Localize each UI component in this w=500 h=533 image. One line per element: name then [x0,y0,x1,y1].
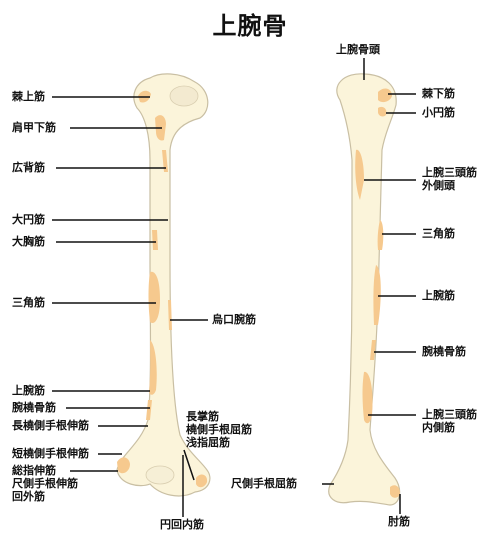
label-triceps-medial-line1: 上腕三頭筋 [422,408,477,421]
brachialis-area-ant [149,340,157,395]
label-brachioradialis-right: 腕橈骨筋 [422,345,466,358]
brachioradialis-area-ant [146,400,152,420]
label-coracobrachialis: 烏口腕筋 [212,313,256,326]
anconeus-area [390,485,400,498]
label-teres-major: 大円筋 [12,213,45,226]
label-latissimus-dorsi: 広背筋 [12,161,45,174]
label-extensor-digitorum: 総指伸筋 [12,464,56,477]
label-supinator: 回外筋 [12,490,45,503]
label-fds: 浅指屈筋 [186,436,230,449]
label-pectoralis-major: 大胸筋 [12,235,45,248]
label-common-extensors: 総指伸筋 尺側手根伸筋 回外筋 [12,464,78,503]
label-triceps-lateral-line2: 外側頭 [422,179,455,192]
label-extensor-carpi-ulnaris: 尺側手根伸筋 [12,477,78,490]
label-pronator-teres: 円回内筋 [160,518,204,531]
label-palmaris-longus: 長掌筋 [186,410,219,423]
label-infraspinatus: 棘下筋 [422,87,455,100]
label-flexor-group: 長掌筋 橈側手根屈筋 浅指屈筋 [186,410,252,449]
pectoralis-area [152,230,158,250]
label-brachioradialis-left: 腕橈骨筋 [12,401,56,414]
teres-minor-area [378,106,387,117]
triceps-medial-area [362,371,373,424]
posterior-bone-outline [328,73,401,506]
label-ecrl: 長橈側手根伸筋 [12,419,89,432]
label-triceps-lateral-line1: 上腕三頭筋 [422,166,477,179]
label-supraspinatus: 棘上筋 [12,90,45,103]
label-triceps-medial: 上腕三頭筋 内側筋 [422,408,477,434]
anterior-humerus [116,73,211,497]
triceps-lateral-area [355,149,364,200]
anterior-head-marking [169,85,199,107]
label-anconeus: 肘筋 [388,515,410,528]
label-teres-minor: 小円筋 [422,106,455,119]
deltoid-area-post [377,220,384,250]
label-deltoid-left: 三角筋 [12,296,45,309]
label-fcr: 橈側手根屈筋 [186,423,252,436]
label-triceps-medial-line2: 内側筋 [422,421,455,434]
leader-lines [52,58,416,517]
label-ecrb: 短橈側手根伸筋 [12,447,89,460]
trochlea-marking [145,465,175,485]
deltoid-area-ant [148,271,160,324]
medial-epicondyle-area [196,474,208,488]
label-humeral-head: 上腕骨頭 [336,43,380,56]
label-triceps-lateral: 上腕三頭筋 外側頭 [422,166,477,192]
label-brachialis-right: 上腕筋 [422,289,455,302]
coracobrachialis-area [168,300,172,330]
label-fcu: 尺側手根屈筋 [231,477,297,490]
anterior-bone-outline [116,73,211,497]
brachialis-area-post [373,265,381,325]
latissimus-area [162,150,168,172]
brachioradialis-area-post [370,340,376,360]
label-deltoid-right: 三角筋 [422,227,455,240]
label-brachialis-left: 上腕筋 [12,384,45,397]
page-title: 上腕骨 [212,12,288,40]
posterior-humerus [328,73,401,506]
infraspinatus-area [378,88,392,103]
lateral-epicondyle-area [117,457,130,474]
label-subscapularis: 肩甲下筋 [12,121,56,134]
